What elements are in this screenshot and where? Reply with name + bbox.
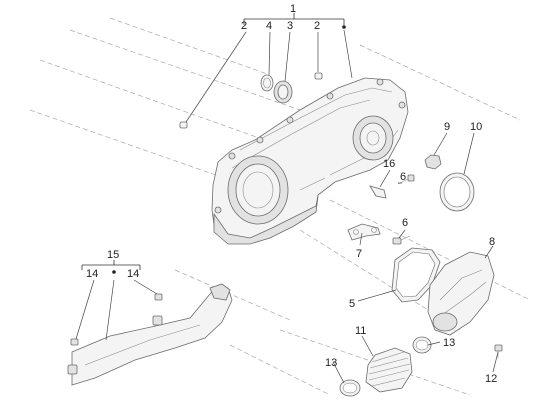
seal-ring xyxy=(260,74,274,92)
callout-12: 12 xyxy=(485,373,497,385)
callout-6-upper: 6 xyxy=(400,171,406,183)
callout-10: 10 xyxy=(470,121,482,133)
callout-5: 5 xyxy=(349,298,355,310)
intake-cover xyxy=(427,251,495,336)
callout-2-right: 2 xyxy=(314,20,320,32)
cover-screw xyxy=(494,344,503,358)
dowel-pin-upper xyxy=(314,72,323,80)
hose-clamp-left xyxy=(339,379,361,397)
duct-screw-left xyxy=(70,338,79,346)
callout-9: 9 xyxy=(444,121,450,133)
mounting-bracket xyxy=(347,223,381,241)
clip xyxy=(369,185,387,199)
callout-4: 4 xyxy=(266,20,272,32)
callout-3: 3 xyxy=(287,20,293,32)
callout-14-right: 14 xyxy=(127,268,139,280)
oil-plug xyxy=(424,154,442,170)
air-duct xyxy=(67,283,233,386)
callout-1: 1 xyxy=(290,3,296,15)
hose-clamp-right xyxy=(412,336,432,354)
bellows-hose xyxy=(365,347,413,393)
leader-lines xyxy=(75,13,499,384)
callout-2-left: 2 xyxy=(241,20,247,32)
dowel-pin-lower xyxy=(179,121,188,129)
callouts: 1 2 4 3 2 9 10 16 6 6 7 8 5 11 13 13 12 … xyxy=(86,3,497,385)
bearing xyxy=(273,80,293,104)
callout-13-right: 13 xyxy=(443,337,455,349)
callout-14-left: 14 xyxy=(86,268,98,280)
callout-13-left: 13 xyxy=(325,357,337,369)
callout-6-lower: 6 xyxy=(402,217,408,229)
crankcase-cover xyxy=(211,77,409,245)
callout-15: 15 xyxy=(107,249,119,261)
cover-gasket xyxy=(391,247,441,303)
callout-11: 11 xyxy=(355,325,366,337)
screw-lower xyxy=(392,235,411,245)
callout-7: 7 xyxy=(356,248,362,260)
callout-16: 16 xyxy=(383,158,395,170)
callout-8: 8 xyxy=(489,236,495,248)
gasket-ring xyxy=(439,172,475,212)
duct-screw-right xyxy=(154,293,163,301)
